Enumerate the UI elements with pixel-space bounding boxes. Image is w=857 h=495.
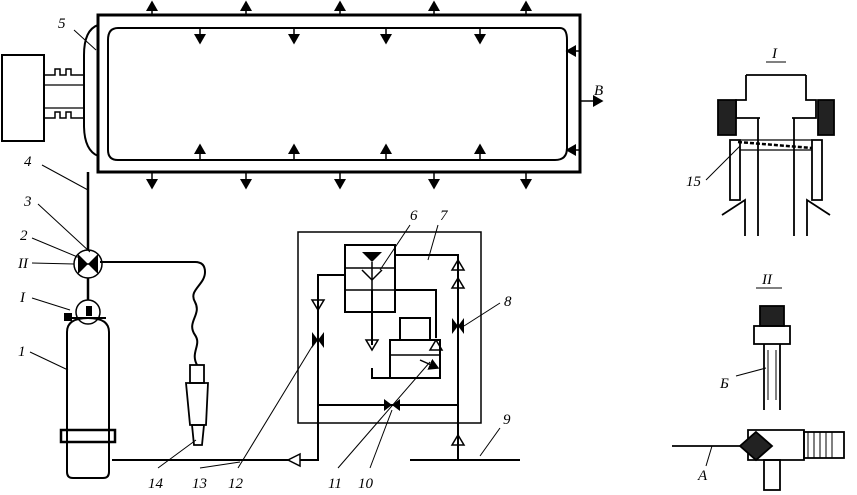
label-roman-II: II xyxy=(17,256,29,272)
label-9: 9 xyxy=(503,412,511,428)
label-7: 7 xyxy=(440,208,449,224)
leader-lines xyxy=(29,29,501,469)
label-8: 8 xyxy=(504,294,512,310)
label-15: 15 xyxy=(686,174,702,190)
label-1: 1 xyxy=(18,344,26,360)
label-12: 12 xyxy=(228,476,244,492)
label-13: 13 xyxy=(192,476,207,492)
label-roman-I: I xyxy=(19,290,26,306)
detail-title-underlines xyxy=(756,61,786,289)
title-detail-II: II xyxy=(761,272,773,288)
callout-labels: 5 4 3 2 II I 1 6 7 8 9 10 11 12 13 14 15… xyxy=(17,16,778,492)
label-detail-A: А xyxy=(697,468,708,484)
label-6: 6 xyxy=(410,208,418,224)
label-detail-B: Б xyxy=(719,376,729,392)
spray-gun-14 xyxy=(185,364,209,446)
hose-3 xyxy=(100,261,207,366)
pipe-lines xyxy=(86,172,319,461)
title-detail-I: I xyxy=(771,46,778,62)
label-4: 4 xyxy=(24,154,32,170)
label-3: 3 xyxy=(23,194,32,210)
label-2: 2 xyxy=(20,228,28,244)
label-14: 14 xyxy=(148,476,164,492)
detail-I-coupling xyxy=(705,74,835,236)
control-panel-box xyxy=(286,231,482,468)
chamber-5 xyxy=(1,13,582,174)
valve-2 xyxy=(73,249,103,279)
label-10: 10 xyxy=(358,476,374,492)
detail-II-valve xyxy=(672,305,845,491)
label-5: 5 xyxy=(58,16,66,32)
label-11: 11 xyxy=(328,476,342,492)
nozzle-arrows xyxy=(146,0,604,190)
gas-cylinder-1 xyxy=(59,316,117,479)
label-outlet-B: В xyxy=(594,83,603,99)
